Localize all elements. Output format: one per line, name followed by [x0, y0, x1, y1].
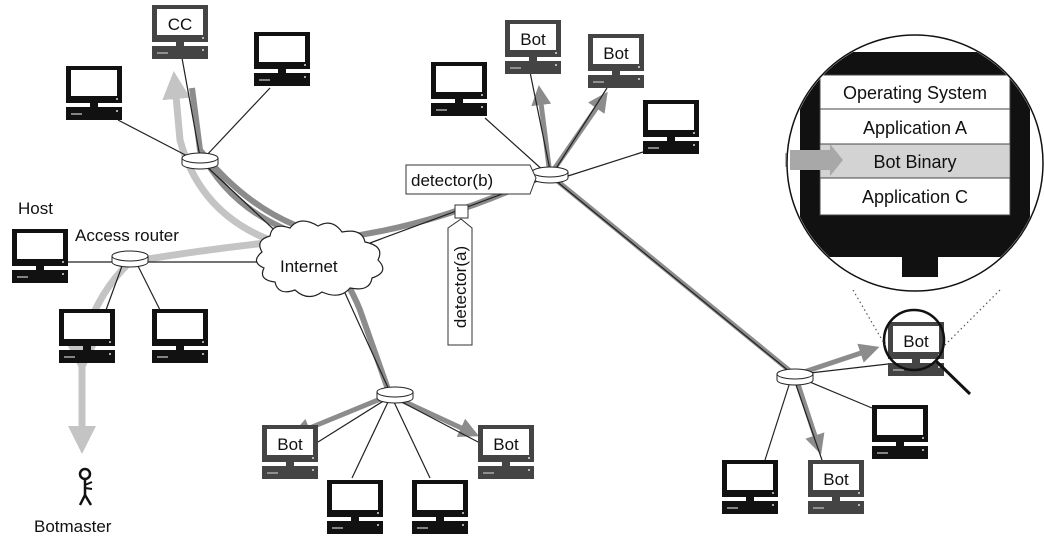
cc-server: CC	[151, 4, 209, 60]
access-router-label: Access router	[75, 226, 179, 245]
zoom-panel: Operating System Application A Bot Binar…	[786, 34, 1044, 292]
botmaster-flow	[68, 71, 277, 454]
detector-b: detector(b)	[405, 164, 537, 195]
router-right	[776, 368, 814, 386]
network-links	[68, 57, 889, 479]
bot-label: Bot	[277, 435, 303, 454]
bot-computer-inspected: Bot	[887, 321, 945, 377]
bot-label: Bot	[903, 332, 929, 351]
access-router	[111, 250, 149, 268]
bot-label: Bot	[823, 470, 849, 489]
computer	[326, 479, 384, 535]
computer	[58, 308, 116, 364]
computer	[642, 99, 700, 155]
layer-bot-binary: Bot Binary	[873, 152, 956, 172]
bot-label: Bot	[603, 44, 629, 63]
bot-label: Bot	[493, 435, 519, 454]
cc-label: CC	[168, 15, 193, 34]
computer	[411, 479, 469, 535]
detector-a: detector(a)	[447, 204, 473, 346]
router-top	[531, 166, 569, 184]
computer	[253, 31, 311, 87]
detector-a-label: detector(a)	[451, 246, 470, 328]
computer	[65, 65, 123, 121]
botmaster-label: Botmaster	[34, 517, 112, 536]
detector-b-label: detector(b)	[411, 171, 493, 190]
magnifier-icon	[882, 308, 972, 396]
computer	[151, 308, 209, 364]
host-label: Host	[18, 199, 53, 218]
botmaster-figure	[78, 467, 93, 506]
bot-computer: Bot	[261, 424, 319, 480]
computer	[430, 61, 488, 117]
infection-arrow	[790, 144, 843, 176]
computer	[721, 459, 779, 515]
zoom-guide-line	[852, 289, 886, 346]
router-cc	[181, 152, 219, 170]
layer-application-c: Application C	[862, 187, 968, 207]
host-computer	[11, 228, 69, 284]
zoom-guide-line	[944, 289, 1001, 346]
internet-cloud: Internet	[255, 220, 384, 298]
layer-operating-system: Operating System	[843, 83, 987, 103]
bot-computer: Bot	[587, 33, 645, 89]
bot-computer: Bot	[477, 424, 535, 480]
internet-label: Internet	[280, 257, 338, 276]
bot-computer: Bot	[807, 459, 865, 515]
layer-application-a: Application A	[863, 118, 967, 138]
bot-computer: Bot	[504, 19, 562, 75]
computer	[871, 404, 929, 460]
router-bottom	[376, 386, 414, 404]
bot-label: Bot	[520, 30, 546, 49]
